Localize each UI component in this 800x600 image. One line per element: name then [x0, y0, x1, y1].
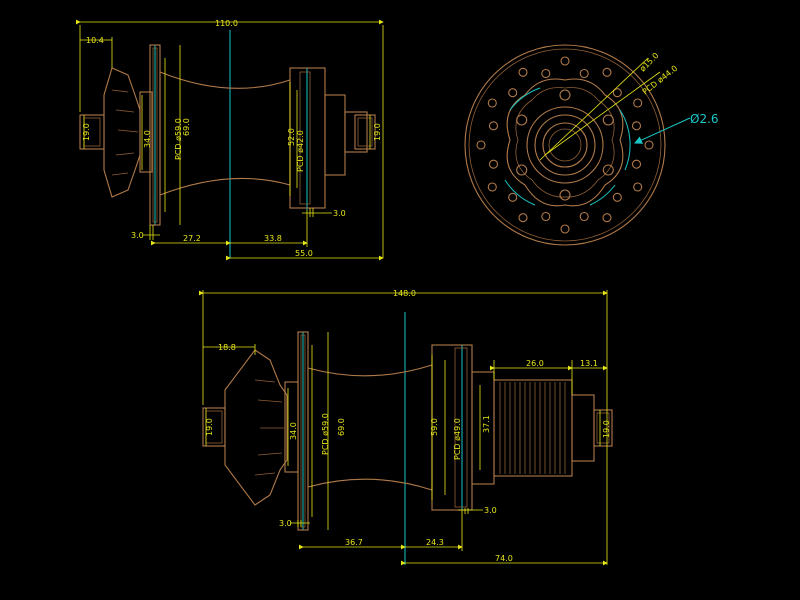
spoke-hole	[508, 88, 518, 98]
spoke-hole	[476, 140, 486, 150]
rotor-bolt-hole	[602, 114, 614, 126]
front-right-pcd-label: PCD ø42.0	[296, 130, 305, 172]
spoke-hole	[631, 121, 642, 131]
front-center-to-end-label: 55.0	[295, 249, 313, 258]
rotor-bolt-hole	[559, 189, 571, 201]
rear-left-pcd-label: PCD ø59.0	[321, 413, 330, 455]
rear-left-flange-dia-label: 69.0	[337, 418, 346, 436]
spoke-hole	[518, 213, 528, 223]
rear-center-to-end-label: 74.0	[495, 554, 513, 563]
rotor-bolt-hole	[559, 89, 571, 101]
rear-hub-dimensions: 148.0 18.8 19.0 19.0 34.0 PCD ø59.0 69.0…	[199, 289, 611, 566]
spoke-hole	[602, 67, 612, 77]
freehub-splines	[499, 382, 566, 474]
hole-dia-label: ø15.0	[638, 51, 660, 73]
front-hub-body	[79, 44, 376, 226]
flange-outer-circle	[464, 44, 666, 246]
spoke-hole	[487, 98, 497, 108]
rotor-bolt-hole	[516, 164, 528, 176]
spoke-hole	[508, 192, 518, 202]
hole-dia-leader	[539, 57, 649, 161]
front-center-to-right-flange-label: 33.8	[264, 234, 282, 243]
rear-left-end-dia-label: 19.0	[205, 418, 214, 436]
rear-left-to-center-label: 36.7	[345, 538, 363, 547]
spoke-hole	[560, 56, 570, 66]
rear-end-cap-length-label: 13.1	[580, 359, 598, 368]
spoke-hole	[631, 159, 642, 169]
front-right-flange-thickness-label: 3.0	[333, 209, 346, 218]
spoke-hole	[602, 213, 612, 223]
spoke-hole	[518, 67, 528, 77]
spoke-hole	[541, 211, 551, 222]
spoke-hole	[612, 88, 622, 98]
front-hub-dimensions: 110.0 10.4 19.0 19.0 34.0 PCD ø59.0 69.0…	[76, 19, 384, 261]
hub-side-view: ø15.0 PCD ø44.0 Ø2.6	[464, 44, 719, 246]
spoke-hole	[612, 192, 622, 202]
outer-spoke-holes	[476, 56, 654, 234]
rear-right-end-dia-label: 19.0	[602, 420, 611, 438]
rotor-bolt-hole	[602, 164, 614, 176]
spoke-hole	[633, 182, 643, 192]
rear-freehub-length-label: 26.0	[526, 359, 544, 368]
front-left-to-center-label: 27.2	[183, 234, 201, 243]
rotor-bolt-hole	[516, 114, 528, 126]
callout-leader	[634, 117, 691, 144]
rear-overall-length-label: 148.0	[393, 289, 416, 298]
front-left-flange-dia-label: 69.0	[182, 118, 191, 136]
front-right-end-dia-label: 19.0	[373, 123, 382, 141]
front-overall-length-label: 110.0	[215, 19, 238, 28]
pcd-leader	[544, 71, 661, 156]
front-left-pcd-label: PCD ø59.0	[174, 118, 183, 160]
front-left-end-dia-label: 19.0	[82, 123, 91, 141]
front-rotor-offset-label: 10.4	[86, 36, 104, 45]
rear-right-pcd-label: PCD ø49.0	[453, 418, 462, 460]
spoke-hole	[579, 68, 589, 79]
spoke-hole	[541, 68, 551, 79]
rear-right-flange-thickness-label: 3.0	[484, 506, 497, 515]
front-right-flange-outer-label: 52.0	[287, 128, 296, 146]
rear-left-flange-thickness-label: 3.0	[279, 519, 292, 528]
rotor-bolt-holes	[516, 89, 614, 201]
rear-center-to-right-flange-label: 24.3	[426, 538, 444, 547]
rear-hub-view: 148.0 18.8 19.0 19.0 34.0 PCD ø59.0 69.0…	[199, 289, 613, 566]
spoke-hole-callout: Ø2.6	[690, 112, 719, 126]
front-left-flange-thickness-label: 3.0	[131, 231, 144, 240]
front-hub-view: 110.0 10.4 19.0 19.0 34.0 PCD ø59.0 69.0…	[76, 19, 384, 261]
front-left-flange-inner-label: 34.0	[143, 130, 152, 148]
spoke-hole	[488, 159, 499, 169]
spoke-hole	[633, 98, 643, 108]
spoke-hole	[644, 140, 654, 150]
rear-freehub-inner-label: 37.1	[482, 415, 491, 433]
spoke-hole	[487, 182, 497, 192]
spoke-hole	[579, 211, 589, 222]
spoke-hole	[560, 224, 570, 234]
rear-hub-body	[202, 331, 613, 531]
spoke-hole	[488, 121, 499, 131]
rear-right-flange-dia-label: 59.0	[430, 418, 439, 436]
rear-left-flange-inner-label: 34.0	[289, 422, 298, 440]
rear-rotor-offset-label: 18.8	[218, 343, 236, 352]
